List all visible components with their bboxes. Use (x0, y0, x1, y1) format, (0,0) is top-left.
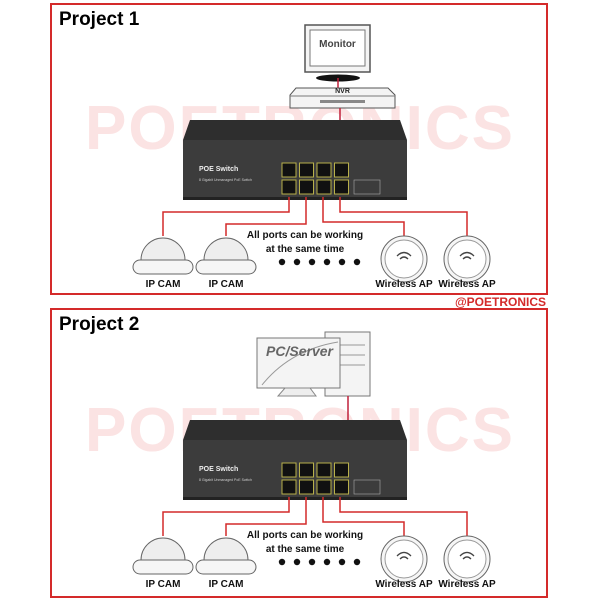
ports-note-line2: at the same time (265, 544, 345, 555)
ellipsis-dot (293, 558, 301, 566)
ethernet-port (316, 479, 332, 495)
ip-cam-label: IP CAM (208, 579, 244, 590)
poe-cable (162, 197, 290, 236)
ports-note-line2: at the same time (265, 244, 345, 255)
project-1-panel: Project 1 (50, 3, 548, 295)
ip-camera-icon (195, 237, 257, 275)
ip-cam-label: IP CAM (208, 279, 244, 290)
switch-name: POE Switch (199, 166, 239, 173)
switch-subtitle: 8 Gigabit Unmanaged PoE Switch (199, 178, 252, 182)
poe-cable (162, 497, 290, 536)
ethernet-port (316, 462, 332, 478)
ethernet-port (334, 179, 349, 195)
ethernet-port (334, 479, 349, 495)
ethernet-port (316, 162, 332, 178)
project-title: Project 1 (59, 9, 140, 30)
poe-cable (225, 497, 307, 536)
ellipsis-dot (338, 258, 346, 266)
ethernet-port (299, 162, 314, 178)
project-title: Project 2 (59, 314, 140, 335)
ethernet-port (299, 479, 314, 495)
nvr-label: NVR (335, 88, 350, 95)
ellipsis-dot (308, 558, 316, 566)
pc-server-label: PC/Server (266, 343, 333, 359)
ethernet-port (281, 479, 297, 495)
ethernet-port (334, 462, 349, 478)
poe-cable (322, 497, 405, 536)
ip-camera-icon (132, 537, 194, 575)
wireless-ap-icon (443, 535, 491, 583)
ellipsis-dot (323, 558, 331, 566)
switch-subtitle: 8 Gigabit Unmanaged PoE Switch (199, 478, 252, 482)
ellipsis-dot (293, 258, 301, 266)
wireless-ap-label: Wireless AP (438, 279, 496, 290)
ip-camera-icon (132, 237, 194, 275)
ethernet-port (334, 162, 349, 178)
project-2-panel: Project 2 (50, 308, 548, 598)
ellipsis-dot (278, 558, 286, 566)
poe-switch-icon (183, 420, 407, 500)
ellipsis-dot (308, 258, 316, 266)
nvr-icon (289, 87, 396, 109)
ip-cam-label: IP CAM (145, 579, 181, 590)
ellipsis-dot (353, 258, 361, 266)
ethernet-port (281, 162, 297, 178)
switch-name: POE Switch (199, 466, 239, 473)
ethernet-port (299, 179, 314, 195)
monitor-icon (304, 24, 371, 82)
ethernet-port (281, 179, 297, 195)
credit-text: @POETRONICS (454, 295, 546, 309)
ellipsis-dot (278, 258, 286, 266)
pc-server-icon (256, 331, 371, 397)
monitor-label: Monitor (319, 39, 356, 50)
wireless-ap-icon (380, 535, 428, 583)
wireless-ap-label: Wireless AP (438, 579, 496, 590)
ports-note-line1: All ports can be working (246, 230, 364, 241)
ip-camera-icon (195, 537, 257, 575)
ellipsis-dot (323, 258, 331, 266)
ethernet-port (299, 462, 314, 478)
ethernet-port (316, 179, 332, 195)
poe-cable (339, 497, 468, 536)
wireless-ap-icon (380, 235, 428, 283)
ethernet-port (281, 462, 297, 478)
poe-switch-icon (183, 120, 407, 200)
poe-cable (339, 197, 468, 236)
ports-note-line1: All ports can be working (246, 530, 364, 541)
ellipsis-dot (338, 558, 346, 566)
poe-cable (322, 197, 405, 236)
wireless-ap-label: Wireless AP (375, 579, 433, 590)
ip-cam-label: IP CAM (145, 279, 181, 290)
wireless-ap-label: Wireless AP (375, 279, 433, 290)
poe-cable (225, 197, 307, 236)
wireless-ap-icon (443, 235, 491, 283)
ellipsis-dot (353, 558, 361, 566)
